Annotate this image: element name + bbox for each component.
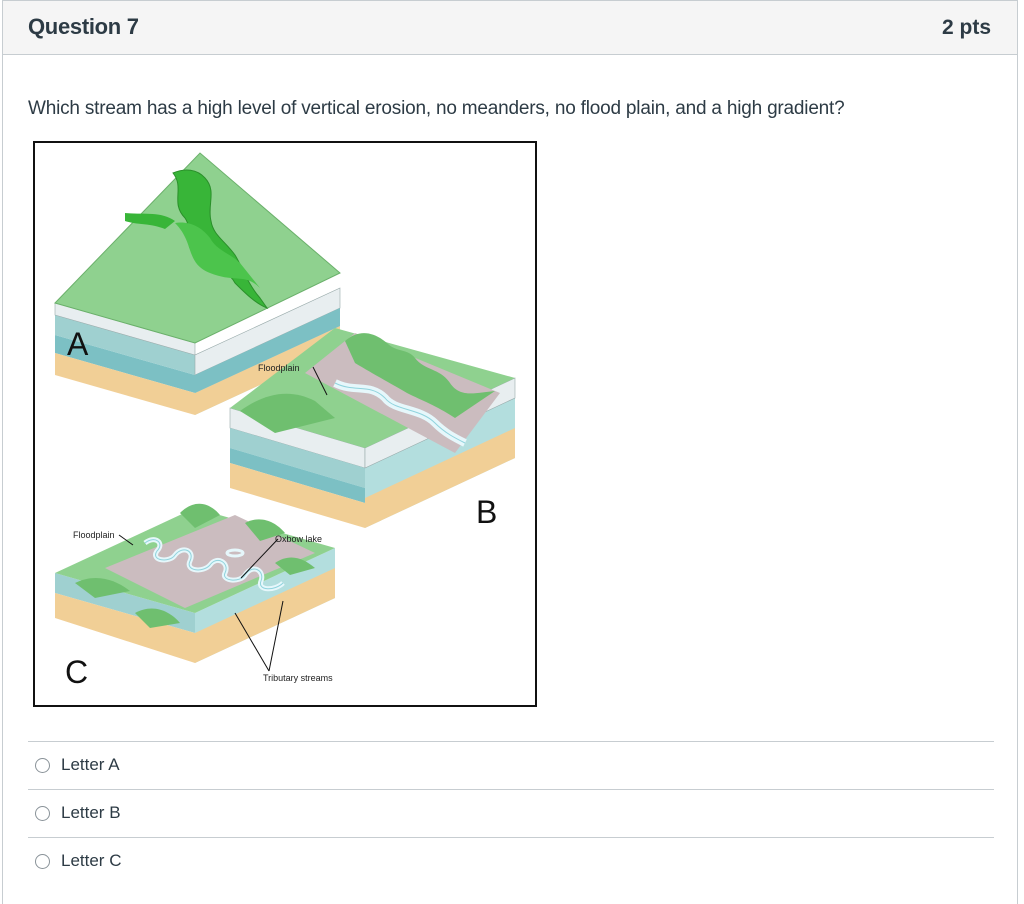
question-title: Question 7	[28, 14, 139, 39]
label-oxbow-lake: Oxbow lake	[275, 534, 322, 544]
radio-button[interactable]	[35, 806, 50, 821]
label-c: C	[65, 654, 88, 690]
question-header: Question 7 2 pts	[3, 1, 1017, 55]
block-a	[54, 152, 341, 415]
answer-label: Letter A	[61, 755, 120, 774]
answer-option-b[interactable]: Letter B	[28, 789, 994, 837]
answer-option-c[interactable]: Letter C	[28, 837, 994, 885]
label-floodplain-c: Floodplain	[73, 530, 115, 540]
answer-label: Letter C	[61, 851, 122, 870]
block-c	[55, 503, 335, 663]
radio-button[interactable]	[35, 854, 50, 869]
answer-list: Letter A Letter B Letter C	[28, 741, 994, 885]
label-floodplain-b: Floodplain	[258, 363, 300, 373]
label-tributary-streams: Tributary streams	[263, 673, 333, 683]
answer-label: Letter B	[61, 803, 121, 822]
block-b	[229, 328, 516, 528]
stream-diagram-illustration: A Floodplain B	[54, 152, 516, 690]
label-b: B	[476, 494, 497, 530]
question-points: 2 pts	[941, 16, 991, 39]
question-text: Which stream has a high level of vertica…	[28, 98, 845, 119]
answer-option-a[interactable]: Letter A	[28, 741, 994, 789]
label-a: A	[67, 326, 89, 362]
stream-diagram-figure: A Floodplain B	[33, 141, 537, 707]
radio-button[interactable]	[35, 758, 50, 773]
